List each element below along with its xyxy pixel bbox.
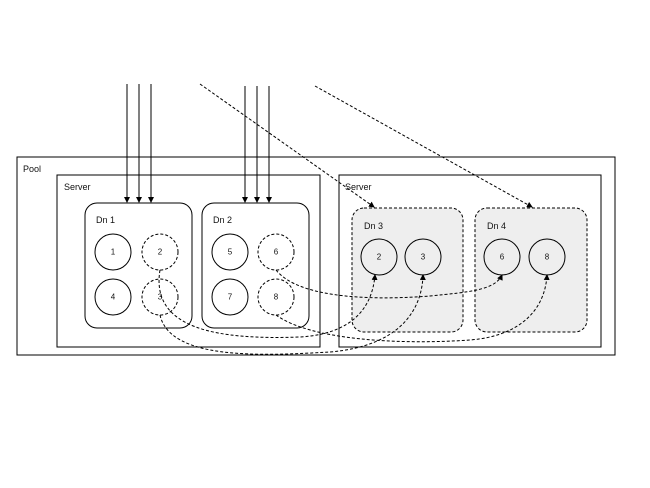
dn1-node-3-label: 3 <box>158 293 163 302</box>
dn3-node-2-label: 2 <box>377 253 382 262</box>
pool-box <box>16 156 616 356</box>
pool-label: Pool <box>23 164 41 174</box>
replica-curve-8 <box>275 274 550 343</box>
dn3-label: Dn 3 <box>364 221 383 231</box>
arrow-in-dn4 <box>314 85 533 208</box>
dn1-label: Dn 1 <box>96 215 115 225</box>
dn4-node-6-label: 6 <box>500 253 505 262</box>
dn2-node-7 <box>211 278 249 316</box>
server-left-label: Server <box>64 182 91 192</box>
replica-curve-2 <box>158 269 378 338</box>
dn2-node-6-label: 6 <box>274 248 279 257</box>
arrow-in-dn3 <box>199 83 375 208</box>
dn2-label: Dn 2 <box>213 215 232 225</box>
dn1-node-2 <box>141 233 179 271</box>
dn2-node-5 <box>211 233 249 271</box>
dn1-node-4-label: 4 <box>111 293 116 302</box>
dn4-label: Dn 4 <box>487 221 506 231</box>
server-right-label: Server <box>345 182 372 192</box>
dn4-node-8-label: 8 <box>545 253 550 262</box>
dn2-box <box>201 202 310 329</box>
dn3-node-3-label: 3 <box>421 253 426 262</box>
replica-curve-3 <box>159 274 426 355</box>
dn1-node-3 <box>141 278 179 316</box>
dn2-node-5-label: 5 <box>228 248 233 257</box>
dn1-node-1-label: 1 <box>111 248 116 257</box>
dn2-node-7-label: 7 <box>228 293 233 302</box>
dn2-node-8 <box>257 278 295 316</box>
dn3-node-2 <box>360 238 398 276</box>
dn1-node-4 <box>94 278 132 316</box>
dn2-node-8-label: 8 <box>274 293 279 302</box>
server-right-box <box>338 174 602 348</box>
dn1-node-2-label: 2 <box>158 248 163 257</box>
dn1-box <box>84 202 193 329</box>
server-left-box <box>56 174 321 348</box>
dn1-node-1 <box>94 233 132 271</box>
replica-curve-6 <box>275 269 503 299</box>
dn2-node-6 <box>257 233 295 271</box>
